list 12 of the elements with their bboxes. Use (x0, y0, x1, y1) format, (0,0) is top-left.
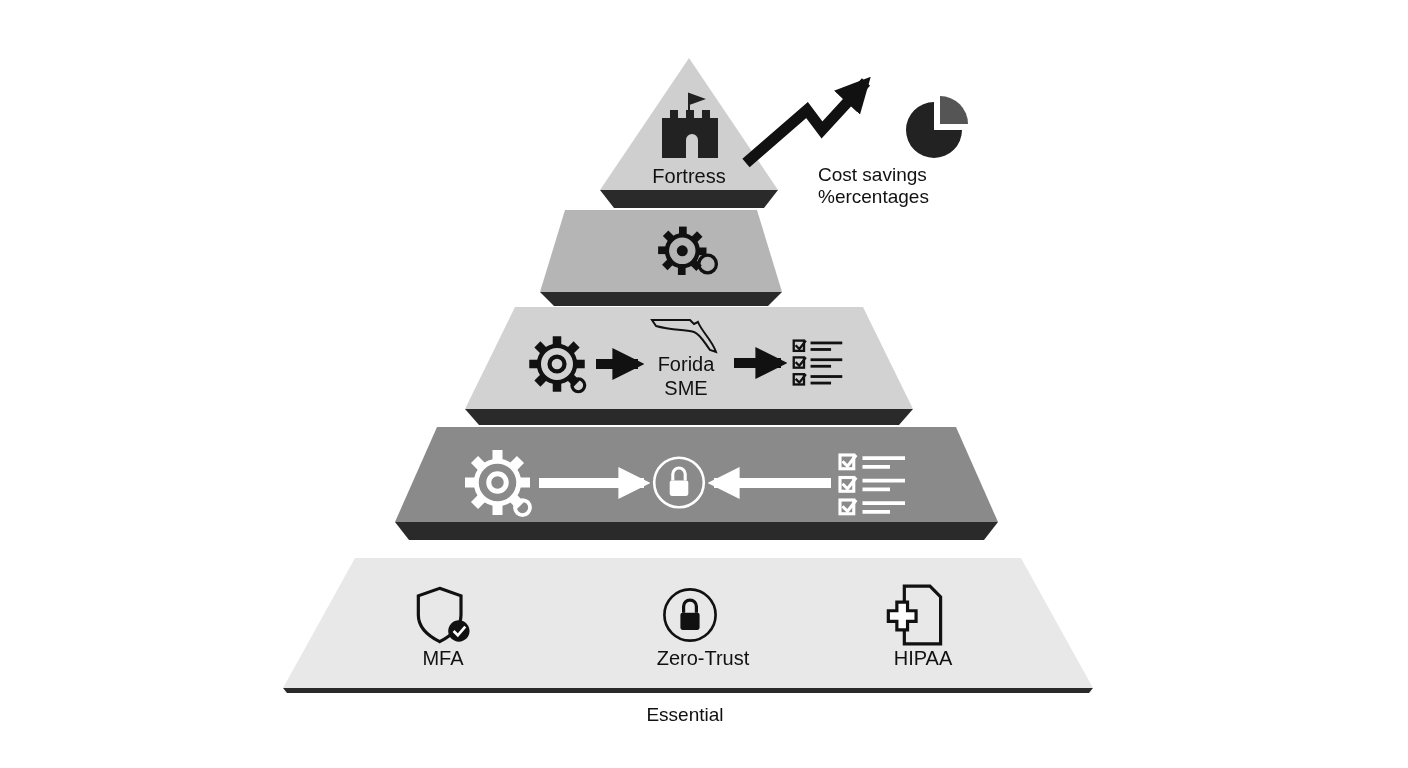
tier-label: Fortress (651, 164, 727, 188)
tier-label: Forida SME (656, 352, 716, 400)
trend-arrow (742, 76, 871, 168)
annotation-text: Cost savings %ercentages (818, 164, 930, 208)
arrow (734, 347, 788, 379)
tier-label: MFA (421, 646, 465, 670)
caption-text: Essential (645, 704, 725, 726)
arrow (539, 467, 651, 499)
tier-label: HIPAA (892, 646, 954, 670)
tier-label: Zero-Trust (655, 646, 751, 670)
arrow (596, 348, 645, 380)
arrow (707, 467, 831, 499)
